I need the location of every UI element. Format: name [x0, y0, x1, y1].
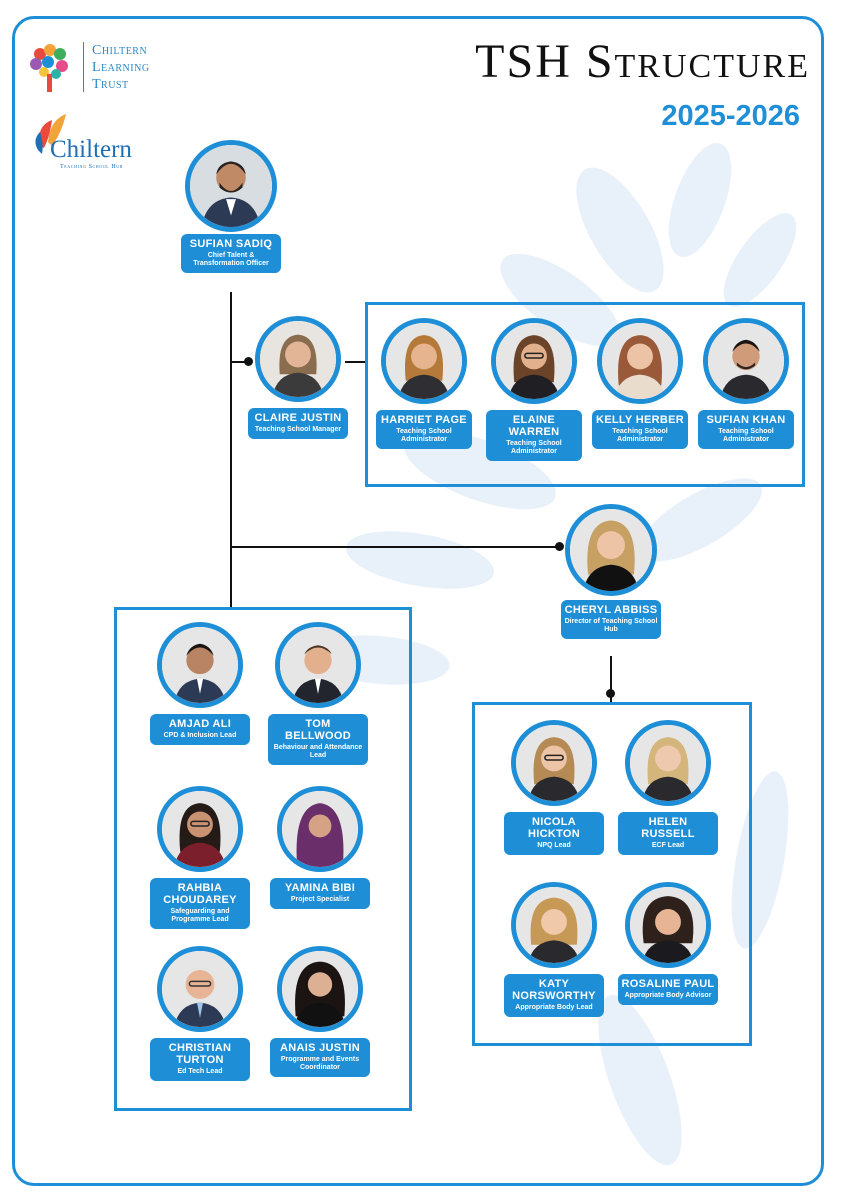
avatar [511, 720, 597, 806]
person-name: Cheryl Abbiss [564, 604, 658, 616]
connector-dot [244, 357, 253, 366]
page-title: TSH Structure [475, 35, 810, 88]
person-role: ECF Lead [651, 842, 685, 849]
avatar [597, 318, 683, 404]
chiltern-hub-logo-icon [35, 114, 66, 154]
person-card: Sufian Sadiq Chief Talent & Transformati… [181, 234, 281, 273]
person-card: Tom Bellwood Behaviour and Attendance Le… [268, 714, 368, 765]
programmes-group-box [472, 702, 752, 1046]
person-name: Christian Turton [168, 1042, 232, 1066]
trust-logo-line: Chiltern [92, 43, 148, 58]
avatar [255, 316, 341, 402]
connector-line [230, 546, 560, 548]
person-role: Teaching School Manager [254, 426, 342, 433]
connector-line [230, 292, 232, 608]
person-role: Chief Talent & Transformation Officer [193, 252, 269, 267]
person-role: Ed Tech Lead [177, 1068, 223, 1075]
avatar [511, 882, 597, 968]
person-card: Nicola Hickton NPQ Lead [504, 812, 604, 855]
person-name: Sufian Khan [706, 414, 786, 426]
avatar [277, 946, 363, 1032]
person-role: Behaviour and Attendance Lead [273, 744, 363, 759]
person-role: Project Specialist [290, 896, 350, 903]
avatar [625, 882, 711, 968]
connector-line [610, 656, 612, 702]
connector-line [230, 361, 248, 363]
logo-divider [83, 42, 84, 92]
avatar [157, 622, 243, 708]
avatar [277, 786, 363, 872]
connector-dot [555, 542, 564, 551]
trust-logo-line: Trust [92, 77, 129, 92]
person-role: Teaching School Administrator [396, 428, 452, 443]
person-role: Safeguarding and Programme Lead [170, 908, 230, 923]
person-card: Christian Turton Ed Tech Lead [150, 1038, 250, 1081]
person-card: Sufian Khan Teaching School Administrato… [698, 410, 794, 449]
person-card: Claire Justin Teaching School Manager [248, 408, 348, 439]
person-role: Teaching School Administrator [506, 440, 562, 455]
avatar [157, 786, 243, 872]
person-card: Rosaline Paul Appropriate Body Advisor [618, 974, 718, 1005]
connector-dot [606, 689, 615, 698]
hub-logo-subtitle: Teaching School Hub [60, 164, 124, 170]
connector-line [345, 361, 366, 363]
avatar [381, 318, 467, 404]
trust-logo-text: Chiltern Learning Trust [92, 42, 150, 93]
person-role: Programme and Events Coordinator [280, 1056, 360, 1071]
person-role: Teaching School Administrator [718, 428, 774, 443]
person-name: Claire Justin [254, 412, 342, 424]
person-name: Kelly Herber [596, 414, 684, 426]
person-role: Director of Teaching School Hub [564, 618, 658, 633]
person-name: Rosaline Paul [621, 978, 715, 990]
hub-logo-name: Chiltern [50, 136, 132, 163]
person-role: CPD & Inclusion Lead [163, 732, 237, 739]
avatar [565, 504, 657, 596]
avatar [703, 318, 789, 404]
person-card: Elaine Warren Teaching School Administra… [486, 410, 582, 461]
person-card: Kelly Herber Teaching School Administrat… [592, 410, 688, 449]
person-card: Harriet Page Teaching School Administrat… [376, 410, 472, 449]
person-card: Amjad Ali CPD & Inclusion Lead [150, 714, 250, 745]
person-name: Katy Norsworthy [512, 978, 596, 1002]
person-name: Yamina Bibi [284, 882, 356, 894]
avatar [185, 140, 277, 232]
person-name: Tom Bellwood [285, 718, 351, 742]
person-name: Nicola Hickton [527, 816, 580, 840]
person-role: Teaching School Administrator [612, 428, 668, 443]
person-role: NPQ Lead [537, 842, 571, 849]
person-name: Helen Russell [641, 816, 695, 840]
person-card: Anais Justin Programme and Events Coordi… [270, 1038, 370, 1077]
person-role: Appropriate Body Lead [515, 1004, 593, 1011]
administrators-group-box [365, 302, 805, 487]
person-name: Elaine Warren [508, 414, 560, 438]
avatar [157, 946, 243, 1032]
avatar [491, 318, 577, 404]
person-name: Amjad Ali [168, 718, 232, 730]
person-role: Appropriate Body Advisor [624, 992, 712, 999]
person-card: Katy Norsworthy Appropriate Body Lead [504, 974, 604, 1017]
person-card: Cheryl Abbiss Director of Teaching Schoo… [561, 600, 661, 639]
person-name: Rahbia Choudarey [163, 882, 237, 906]
person-name: Anais Justin [280, 1042, 360, 1054]
leads-group-box [114, 607, 412, 1111]
person-card: Rahbia Choudarey Safeguarding and Progra… [150, 878, 250, 929]
person-name: Sufian Sadiq [189, 238, 273, 250]
avatar [275, 622, 361, 708]
avatar [625, 720, 711, 806]
page-year: 2025-2026 [661, 100, 800, 132]
chiltern-learning-trust-tree-logo [30, 44, 68, 92]
person-name: Harriet Page [381, 414, 467, 426]
person-card: Yamina Bibi Project Specialist [270, 878, 370, 909]
person-card: Helen Russell ECF Lead [618, 812, 718, 855]
trust-logo-line: Learning [92, 60, 150, 75]
